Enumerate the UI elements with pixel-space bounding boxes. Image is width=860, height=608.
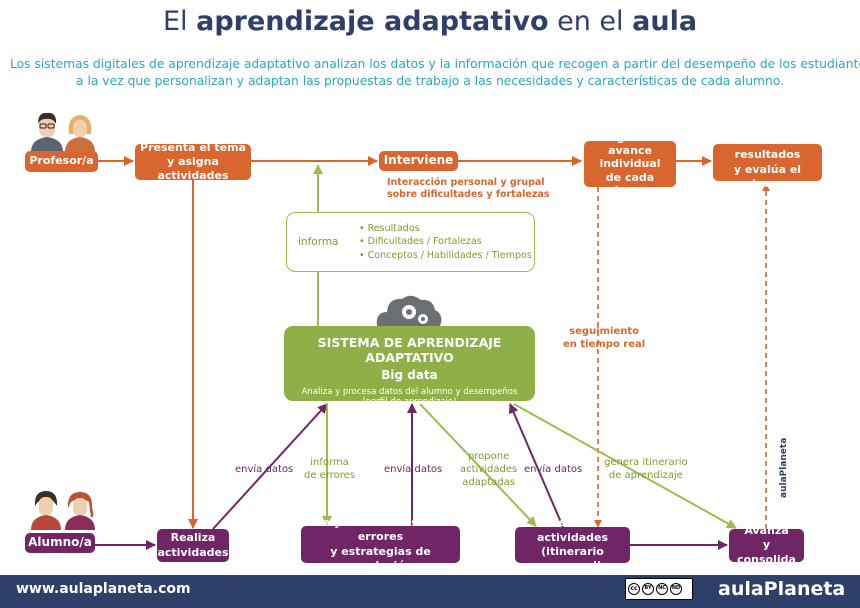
propone-label: propone actividades adaptadas <box>460 450 517 489</box>
informa-list: • Resultados • Dificultades / Fortalezas… <box>359 222 532 262</box>
creative-commons-icon: cc BY NC ND <box>625 578 693 600</box>
genera-line1: genera itinerario <box>604 457 688 468</box>
informa-label: informa <box>298 236 339 248</box>
informa-errores-line1: informa <box>310 457 349 468</box>
propone-line3: adaptadas <box>462 477 515 488</box>
footer-url-link[interactable]: www.aulaplaneta.com <box>16 581 191 597</box>
step-obtiene-line1: Obtiene resultados <box>734 133 801 162</box>
title-bold-1: aprendizaje adaptativo <box>196 6 549 37</box>
interaccion-line1: Interacción personal y grupal <box>387 177 545 188</box>
seguimiento-line2: en tiempo real <box>563 339 646 350</box>
arrow-realiza-system <box>212 403 328 530</box>
system-desc-2: (perfil de aprendizaje) <box>362 397 457 407</box>
seguimiento-label: seguimiento en tiempo real <box>563 325 645 351</box>
step-reflexiona: Ve y reflexiona sobre errores y estrateg… <box>301 516 460 572</box>
step-sigue-line2: individual <box>599 157 661 171</box>
interaccion-note: Interacción personal y grupal sobre difi… <box>387 177 549 202</box>
aulaplaneta-vertical-logo: aulaPlaneta <box>779 438 789 498</box>
informa-errores-label: informa de errores <box>304 456 355 482</box>
system-box: SISTEMA DE APRENDIZAJE ADAPTATIVO Big da… <box>284 326 535 407</box>
informa-item: • Dificultades / Fortalezas <box>359 236 482 248</box>
step-avanza: Avanza y consolida <box>729 524 804 566</box>
cc-by-icon: BY <box>642 583 654 595</box>
cc-nc-icon: NC <box>656 583 668 595</box>
informa-errores-line2: de errores <box>304 470 356 481</box>
system-desc-1: Analiza y procesa datos del alumno y des… <box>301 387 518 397</box>
informa-item: • Conceptos / Habilidades / Tiempos <box>359 249 532 261</box>
student-avatars <box>31 491 95 530</box>
step-avanza-line2: y consolida <box>737 538 796 566</box>
step-sigue-avance: Sigue el avance individual de cada alumn… <box>584 131 676 197</box>
step-avanza-line1: Avanza <box>744 524 789 538</box>
step-itinerario-line2: (itinerario personal) <box>541 545 604 573</box>
title-bold-2: aula <box>632 6 698 37</box>
cc-nd-icon: ND <box>670 583 682 595</box>
step-interviene: Interviene <box>379 151 458 171</box>
step-sigue-line3: de cada alumno <box>605 170 655 197</box>
envia-datos-label-1: envía datos <box>235 464 294 475</box>
footer: www.aulaplaneta.com cc BY NC ND aulaPlan… <box>0 575 860 608</box>
step-presenta-line1: Presenta el tema <box>140 140 246 154</box>
arrow-itinerario-system <box>508 403 564 528</box>
step-obtiene: Obtiene resultados y evalúa el tema <box>713 134 822 190</box>
side-logo-text: aulaPlaneta <box>779 438 789 498</box>
informa-item: • Resultados <box>359 223 420 234</box>
title-mid: en el <box>557 6 624 37</box>
step-presenta-line2: y asigna actividades <box>157 154 229 183</box>
step-realiza-line1: Realiza <box>170 531 216 545</box>
step-itinerario-line1: Realiza actividades <box>536 516 609 544</box>
step-reflexiona-line2: y estrategias de resolución <box>330 544 431 572</box>
intro-line-1: Los sistemas digitales de aprendizaje ad… <box>10 57 860 71</box>
intro-line-2: a la vez que personalizan y adaptan las … <box>76 74 784 88</box>
page-title: El aprendizaje adaptativo en el aula <box>0 6 860 37</box>
arrow-system-avanza <box>513 403 737 529</box>
genera-line2: de aprendizaje <box>608 470 683 481</box>
step-realiza-line2: actividades <box>157 545 229 559</box>
cc-icon: cc <box>628 583 640 595</box>
cloud-gears-icon <box>376 295 442 330</box>
title-prefix: El <box>162 6 188 37</box>
seguimiento-line1: seguimiento <box>569 326 640 337</box>
alumno-label: Alumno/a <box>25 533 95 553</box>
step-presenta: Presenta el tema y asigna actividades <box>135 140 251 182</box>
step-realiza: Realiza actividades <box>157 529 229 562</box>
system-subtitle: Big data <box>381 368 438 382</box>
step-reflexiona-line1: Ve y reflexiona sobre errores <box>314 515 447 544</box>
system-title: SISTEMA DE APRENDIZAJE ADAPTATIVO <box>317 335 502 365</box>
envia-datos-label-3: envía datos <box>524 464 583 475</box>
envia-datos-label-2: envía datos <box>384 464 443 475</box>
genera-itinerario-label: genera itinerario de aprendizaje <box>604 456 688 482</box>
brand-logo[interactable]: aulaPlaneta <box>718 578 846 600</box>
step-itinerario: Realiza actividades (itinerario personal… <box>515 516 630 572</box>
propone-line2: actividades <box>460 464 518 475</box>
arrow-system-itinerario <box>419 403 537 527</box>
step-sigue-line1: Sigue el avance <box>605 131 655 158</box>
propone-line1: propone <box>467 451 510 462</box>
teacher-avatars <box>31 112 95 152</box>
profesor-label: Profesor/a <box>25 151 98 172</box>
step-obtiene-line2: y evalúa el tema <box>733 162 802 190</box>
informa-box <box>286 212 535 272</box>
interaccion-line2: sobre dificultades y fortalezas <box>387 189 550 201</box>
